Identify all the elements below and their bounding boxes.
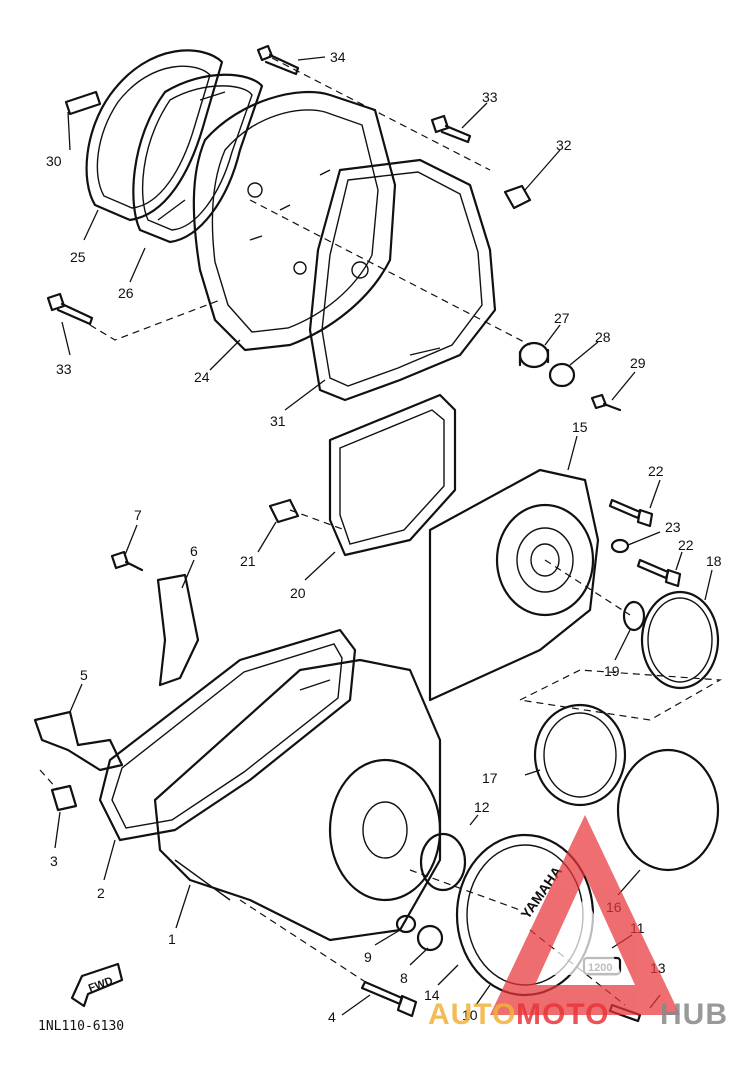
part-3-pin xyxy=(50,784,78,812)
fwd-label: FWD xyxy=(87,975,115,995)
part-32-cap xyxy=(503,184,532,210)
callout-19: 19 xyxy=(604,663,620,679)
callout-30: 30 xyxy=(46,153,62,169)
part-23-oring xyxy=(610,538,630,554)
watermark-hub: HUB xyxy=(660,998,728,1031)
part-20-gasket xyxy=(328,393,457,557)
part-15-cover xyxy=(428,468,600,702)
callout-23: 23 xyxy=(665,519,681,535)
part-12-oring xyxy=(419,832,467,892)
callout-33b: 33 xyxy=(56,361,72,377)
part-25-cover-ring xyxy=(85,49,224,222)
callout-9: 9 xyxy=(364,949,372,965)
callout-27: 27 xyxy=(554,310,570,326)
callout-31: 31 xyxy=(270,413,286,429)
watermark-moto: MOTO xyxy=(516,998,609,1031)
watermark-triangle-inner xyxy=(548,895,622,975)
part-22-bolt-lower xyxy=(636,558,682,588)
part-22-bolt-upper xyxy=(608,498,654,528)
part-17-ring xyxy=(533,703,627,807)
part-24-crankcase-cover xyxy=(192,90,397,352)
part-4-bolt xyxy=(360,980,418,1018)
callout-17: 17 xyxy=(482,770,498,786)
callout-29: 29 xyxy=(630,355,646,371)
callout-15: 15 xyxy=(572,419,588,435)
callout-8: 8 xyxy=(400,970,408,986)
callout-28: 28 xyxy=(595,329,611,345)
fwd-arrow: FWD xyxy=(70,962,124,1008)
part-18-circlip xyxy=(640,590,720,690)
diagram-code: 1NL110-6130 xyxy=(38,1019,124,1034)
callout-1: 1 xyxy=(168,931,176,947)
callout-22b: 22 xyxy=(678,537,694,553)
callout-32: 32 xyxy=(556,137,572,153)
callout-6: 6 xyxy=(190,543,198,559)
callout-22a: 22 xyxy=(648,463,664,479)
callout-2: 2 xyxy=(97,885,105,901)
part-28-bushing xyxy=(548,362,576,388)
callout-3: 3 xyxy=(50,853,58,869)
part-33-bolt-upper xyxy=(430,114,472,144)
watermark-triangle-outer xyxy=(490,815,680,1015)
callout-21: 21 xyxy=(240,553,256,569)
watermark-auto: AUTO xyxy=(428,998,516,1031)
callout-34: 34 xyxy=(330,49,346,65)
callout-10: 10 xyxy=(462,1007,478,1023)
part-33-bolt-left xyxy=(46,292,94,326)
callout-20: 20 xyxy=(290,585,306,601)
watermark-text: AUTO MOTO HUB xyxy=(428,998,728,1031)
callout-12: 12 xyxy=(474,799,490,815)
callout-7: 7 xyxy=(134,507,142,523)
callout-33a: 33 xyxy=(482,89,498,105)
callout-numbers: 34 33 32 30 25 26 33 24 31 27 28 29 15 2… xyxy=(46,49,722,1025)
part-8-plug xyxy=(416,924,444,952)
part-16-cover xyxy=(616,748,720,872)
leader-lines xyxy=(54,56,713,1016)
part-9-oring xyxy=(395,914,417,934)
callout-24: 24 xyxy=(194,369,210,385)
part-21-pin xyxy=(268,498,300,524)
part-1-crankcase-cover xyxy=(153,658,442,942)
part-29-bolt xyxy=(590,393,622,412)
watermark-logo xyxy=(490,815,680,1015)
part-19-washer xyxy=(622,600,646,632)
part-26-gasket xyxy=(132,73,264,244)
part-5-bracket xyxy=(33,710,124,772)
callout-4: 4 xyxy=(328,1009,336,1025)
part-27-bushing xyxy=(518,341,550,369)
part-31-gasket xyxy=(308,158,497,402)
callout-18: 18 xyxy=(706,553,722,569)
part-30-label-plate xyxy=(64,90,102,116)
part-7-bolt xyxy=(110,550,144,572)
part-34-bolt xyxy=(256,44,300,76)
callout-5: 5 xyxy=(80,667,88,683)
assembly-lines xyxy=(39,57,723,1006)
part-6-bracket xyxy=(156,573,200,687)
callout-25: 25 xyxy=(70,249,86,265)
callout-14: 14 xyxy=(424,987,440,1003)
part-2-gasket xyxy=(98,628,357,842)
callout-26: 26 xyxy=(118,285,134,301)
